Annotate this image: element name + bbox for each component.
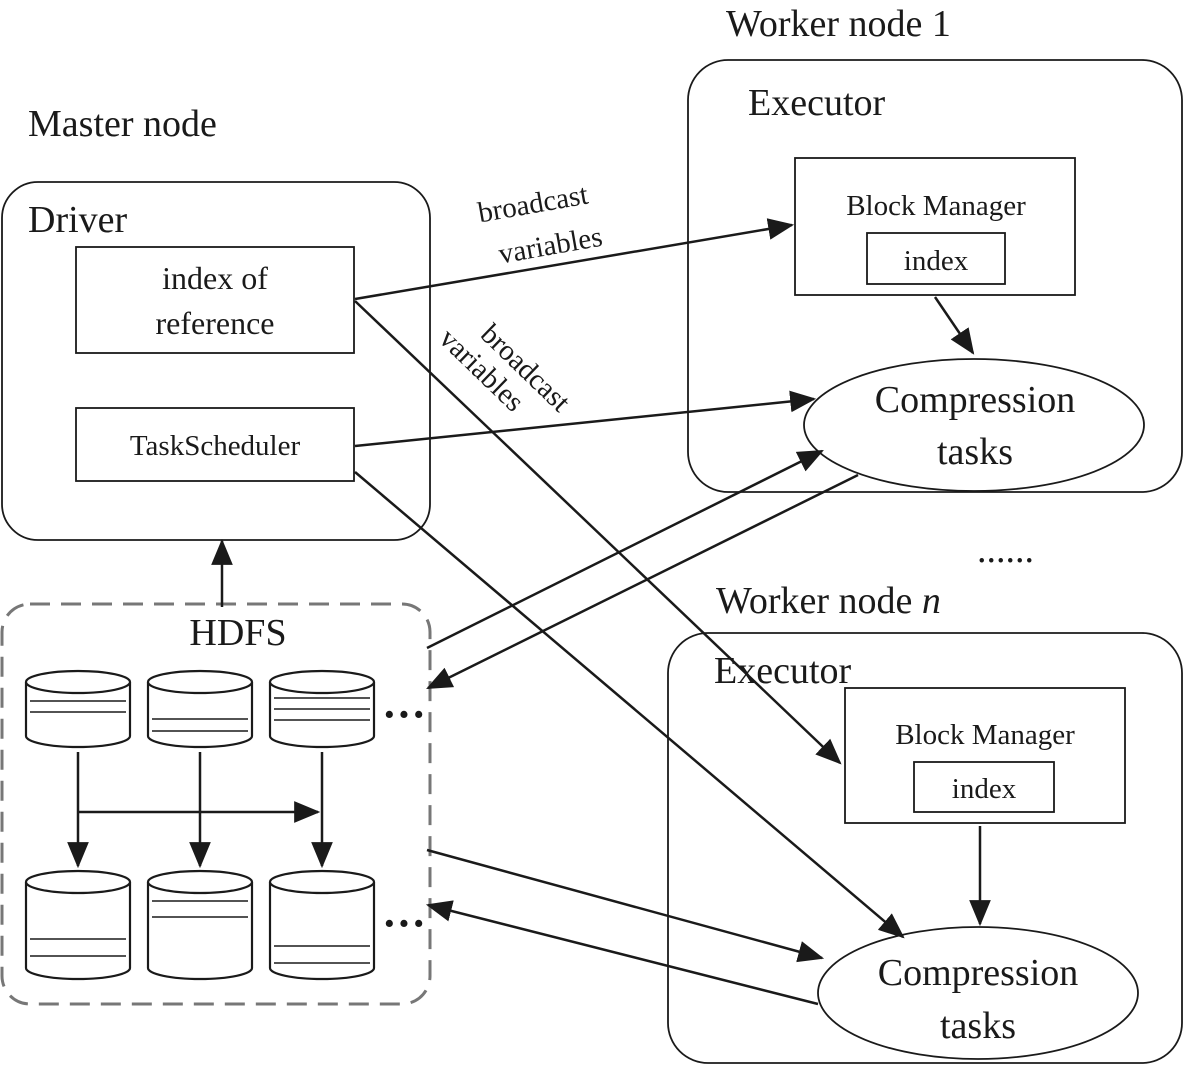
worker-node-n-title-index: n bbox=[922, 580, 941, 622]
worker-node-n-compression-label-line1: Compression bbox=[878, 952, 1079, 994]
hdfs-block-cylinder bbox=[268, 669, 376, 749]
worker-node-1-index-label: index bbox=[904, 245, 969, 277]
worker-node-n-compression-label-line2: tasks bbox=[940, 1005, 1016, 1047]
worker-n-tasks-to-hdfs-arrow bbox=[425, 900, 819, 1006]
index-of-reference-label-line1: index of bbox=[162, 260, 268, 296]
hdfs-title: HDFS bbox=[189, 612, 286, 654]
task-scheduler-label: TaskScheduler bbox=[130, 430, 301, 462]
broadcast-label-2: broadcast variables bbox=[433, 318, 577, 418]
worker-node-1-executor-title: Executor bbox=[748, 82, 886, 124]
worker-node-n-title: Worker node n bbox=[716, 580, 941, 622]
worker-node-1-title: Worker node 1 bbox=[726, 3, 951, 45]
worker-node-1-compression-label-line2: tasks bbox=[937, 431, 1013, 473]
worker-node-n-container bbox=[667, 632, 1183, 1064]
worker-node-n-title-prefix: Worker node bbox=[716, 580, 922, 622]
broadcast-to-worker-n-arrow bbox=[354, 300, 842, 765]
hdfs-block-cylinder bbox=[24, 669, 132, 749]
broadcast-label-1-line1: broadcast bbox=[475, 179, 590, 230]
master-node-title: Master node bbox=[28, 103, 217, 145]
broadcast-label-1: broadcast variables bbox=[475, 179, 605, 271]
worker-node-n-index-box bbox=[913, 761, 1055, 813]
worker-node-n-index-label: index bbox=[952, 773, 1017, 805]
worker-node-n-block-manager-label: Block Manager bbox=[895, 719, 1075, 751]
index-of-reference-label-line2: reference bbox=[156, 305, 275, 341]
worker-node-n-executor-title: Executor bbox=[714, 650, 852, 692]
scheduler-to-worker-1-tasks-arrow bbox=[354, 390, 817, 448]
scheduler-to-worker-n-tasks-arrow bbox=[354, 471, 905, 939]
hdfs-to-worker-n-tasks-arrow bbox=[426, 848, 825, 963]
hdfs-block-cylinder bbox=[268, 869, 376, 981]
worker-node-1-block-manager-label: Block Manager bbox=[846, 190, 1026, 222]
hdfs-more-blocks-ellipsis: ··· bbox=[382, 690, 426, 739]
broadcast-to-worker-1-arrow bbox=[354, 218, 795, 301]
hdfs-to-worker-1-tasks-arrow bbox=[426, 449, 824, 650]
more-worker-nodes-ellipsis: ...... bbox=[977, 529, 1034, 571]
worker-node-1-compression-tasks bbox=[803, 358, 1145, 492]
block-manager-to-compression-arrow bbox=[933, 296, 975, 355]
worker-node-1-compression-label-line1: Compression bbox=[875, 379, 1076, 421]
hdfs-block-cylinder bbox=[24, 869, 132, 981]
hdfs-block-cylinder bbox=[146, 869, 254, 981]
worker-node-n-compression-tasks bbox=[817, 926, 1139, 1060]
hdfs-more-blocks-ellipsis: ··· bbox=[382, 899, 426, 948]
broadcast-label-1-line2: variables bbox=[496, 221, 605, 271]
worker-node-1-index-box bbox=[866, 232, 1006, 285]
worker-node-1-container bbox=[687, 59, 1183, 493]
worker-1-tasks-to-hdfs-arrow bbox=[426, 473, 859, 690]
index-of-reference-box bbox=[75, 246, 355, 354]
hdfs-container bbox=[0, 602, 432, 1006]
driver-title: Driver bbox=[28, 199, 128, 241]
hdfs-block-cylinder bbox=[146, 669, 254, 749]
task-scheduler-box bbox=[75, 407, 355, 482]
